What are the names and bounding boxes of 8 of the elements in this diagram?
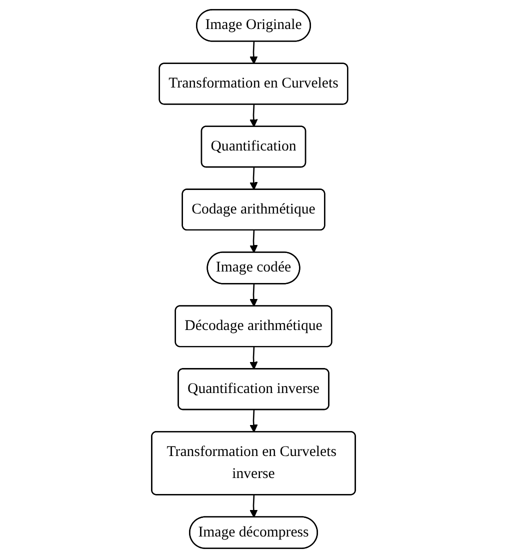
arrow	[250, 347, 258, 370]
arrow	[250, 42, 258, 64]
arrow	[250, 284, 258, 307]
arrow	[250, 167, 258, 190]
arrow	[250, 495, 258, 518]
arrow	[250, 104, 258, 128]
arrow	[250, 410, 258, 433]
arrow	[250, 230, 258, 253]
